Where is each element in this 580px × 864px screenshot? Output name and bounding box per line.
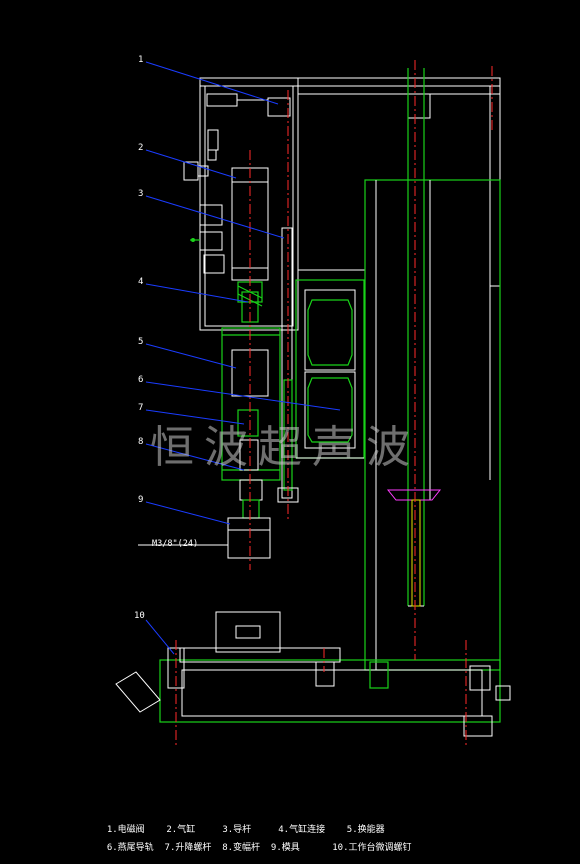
legend-item-5: 5.换能器	[346, 825, 385, 835]
legend-item-10: 10.工作台微调螺钉	[332, 843, 412, 853]
legend-item-6: 6.燕尾导轨	[106, 843, 154, 853]
callout-3: 3	[138, 189, 143, 199]
leader-lines	[145, 61, 341, 655]
watermark: 恒波超声波	[150, 422, 420, 473]
transducer-assembly	[138, 327, 281, 559]
callout-8: 8	[138, 437, 143, 447]
callout-4: 4	[138, 277, 143, 287]
column	[364, 68, 501, 671]
callout-5: 5	[138, 337, 143, 347]
legend-item-4: 4.气缸连接	[278, 825, 326, 835]
callout-numbers: 1 2 3 4 5 6 7 8 9 10	[134, 55, 145, 621]
callout-1: 1	[138, 55, 143, 65]
callout-10: 10	[134, 611, 145, 621]
thread-note: M3/8"(24)	[152, 539, 198, 549]
callout-6: 6	[138, 375, 143, 385]
legend-item-3: 3.导杆	[222, 825, 252, 835]
legend-item-2: 2.气缸	[166, 825, 196, 835]
legend-row-1: 1.电磁阀 2.气缸 3.导杆 4.气缸连接 5.换能器	[96, 812, 385, 835]
upper-housing	[183, 77, 501, 331]
legend-item-1: 1.电磁阀	[106, 825, 145, 835]
callout-2: 2	[138, 143, 143, 153]
callout-9: 9	[138, 495, 143, 505]
legend-row-2: 6.燕尾导轨 7.升降螺杆 8.变幅杆 9.模具 10.工作台微调螺钉	[96, 830, 412, 853]
legend-item-8: 8.变幅杆	[222, 843, 261, 853]
dovetail-rail	[295, 279, 365, 459]
base	[115, 611, 511, 737]
legend-item-7: 7.升降螺杆	[164, 843, 212, 853]
centerlines	[175, 60, 493, 748]
legend-item-9: 9.模具	[270, 843, 300, 853]
callout-7: 7	[138, 403, 143, 413]
